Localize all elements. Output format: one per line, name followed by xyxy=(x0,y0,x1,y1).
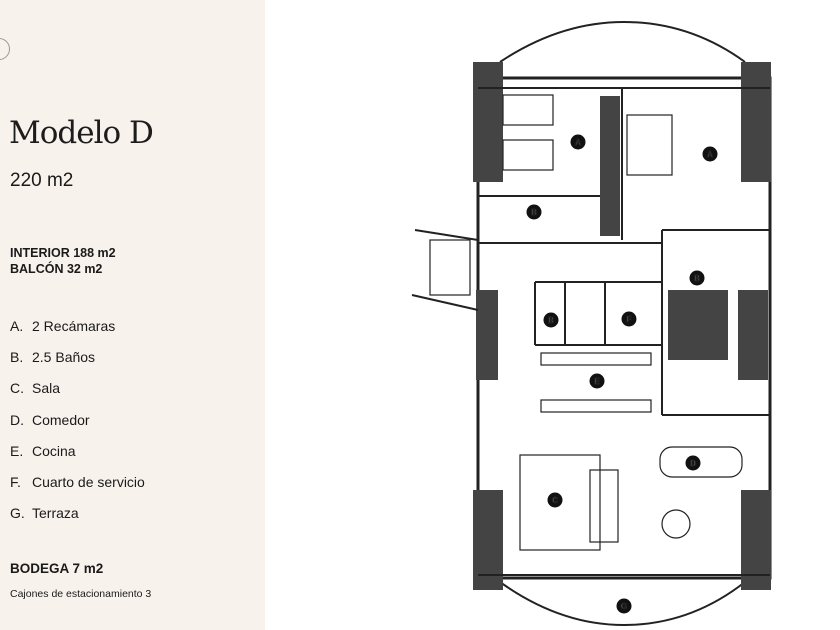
furniture xyxy=(429,94,743,551)
top-balcony xyxy=(499,20,746,63)
room-label: Comedor xyxy=(32,411,90,428)
room-label: 2 Recámaras xyxy=(32,318,116,334)
room-item: F. Cuarto de servicio xyxy=(10,474,145,505)
marker-d: D xyxy=(685,455,701,471)
marker-g: G xyxy=(616,598,632,614)
bottom-terrace xyxy=(499,581,746,627)
marker-b: B xyxy=(543,312,559,328)
room-label: Terraza xyxy=(32,505,79,522)
marker-e: E xyxy=(589,373,605,389)
room-label: 2.5 Baños xyxy=(32,349,96,366)
svg-text:D: D xyxy=(690,459,696,468)
room-label: Sala xyxy=(32,380,61,397)
room-key: A. xyxy=(10,318,24,334)
svg-text:A: A xyxy=(707,150,713,159)
model-title: Modelo D xyxy=(9,115,154,151)
room-list: A. 2 Recámaras B. 2.5 Baños C. Sala D. Comed… xyxy=(10,318,145,536)
interior-walls xyxy=(411,87,770,576)
room-key: F. xyxy=(10,473,21,490)
svg-text:G: G xyxy=(621,602,627,611)
room-key: E. xyxy=(10,442,24,459)
marker-b: B xyxy=(526,204,542,220)
bodega-area: BODEGA 7 m2 xyxy=(10,561,104,576)
interior-area: INTERIOR 188 m2 xyxy=(10,246,116,260)
room-item: C. Sala xyxy=(10,380,145,411)
svg-text:C: C xyxy=(552,496,558,505)
marker-f: F xyxy=(621,311,637,327)
svg-text:A: A xyxy=(575,138,581,147)
room-key: C. xyxy=(10,380,24,397)
columns xyxy=(473,62,771,590)
balcony-area: BALCÓN 32 m2 xyxy=(10,262,103,276)
marker-b: B xyxy=(689,270,705,286)
room-item: D. Comedor xyxy=(10,412,145,443)
svg-text:F: F xyxy=(627,315,632,324)
room-markers: A A B B B F E D C G xyxy=(526,134,718,614)
marker-a: A xyxy=(702,146,718,162)
info-panel: Modelo D 220 m2 INTERIOR 188 m2 BALCÓN 3… xyxy=(0,0,265,630)
svg-text:B: B xyxy=(694,274,700,283)
svg-text:B: B xyxy=(531,208,537,217)
room-item: G. Terraza xyxy=(10,505,145,536)
room-item: B. 2.5 Baños xyxy=(10,349,145,380)
marker-a: A xyxy=(570,134,586,150)
room-item: A. 2 Recámaras xyxy=(10,318,145,349)
room-label: Cocina xyxy=(32,442,76,459)
room-key: D. xyxy=(10,411,24,428)
room-key: B. xyxy=(10,349,24,366)
room-label: Cuarto de servicio xyxy=(32,473,145,490)
room-key: G. xyxy=(10,505,25,522)
total-area: 220 m2 xyxy=(10,170,74,191)
svg-text:B: B xyxy=(548,316,554,325)
parking-spaces: Cajones de estacionamiento 3 xyxy=(10,588,152,600)
svg-text:E: E xyxy=(594,377,600,386)
room-item: E. Cocina xyxy=(10,443,145,474)
marker-c: C xyxy=(547,492,563,508)
